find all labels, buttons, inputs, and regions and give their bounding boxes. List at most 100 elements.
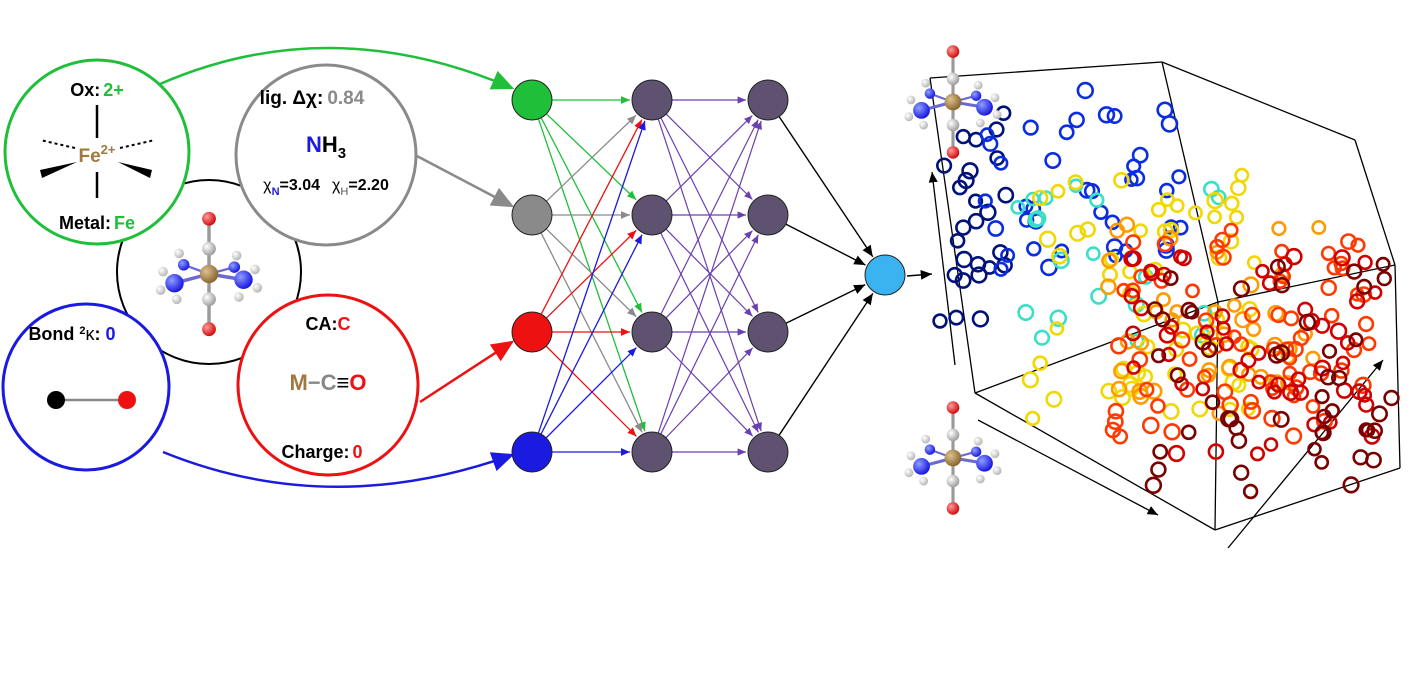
- scatter-point: [1272, 344, 1291, 362]
- scatter-point: [1356, 278, 1373, 295]
- scatter-point: [961, 162, 979, 180]
- atom: [992, 466, 1002, 476]
- scatter-point: [1326, 260, 1343, 276]
- scatter-point: [1250, 345, 1267, 361]
- scatter-point: [1311, 220, 1327, 236]
- feature-arrows: [159, 46, 515, 488]
- scatter-point: [997, 186, 1015, 204]
- scatter-point: [1125, 250, 1142, 267]
- scatter-point: [1314, 389, 1330, 405]
- scatter-point: [1076, 81, 1095, 100]
- hidden-node: [747, 194, 789, 236]
- atom: [924, 444, 936, 455]
- scatter-point: [1000, 247, 1016, 263]
- scatter-point: [1191, 400, 1209, 418]
- scatter-point: [1175, 250, 1192, 267]
- arrow-lig-to-input: [414, 153, 515, 208]
- scatter-point: [1314, 454, 1330, 470]
- ca-label: CA:C: [306, 314, 351, 334]
- scatter-point: [1361, 336, 1377, 352]
- scatter-3d: [904, 45, 1401, 549]
- scatter-point: [1093, 204, 1109, 221]
- scatter-point: [1100, 278, 1117, 296]
- scatter-point: [1227, 298, 1242, 313]
- scatter-point: [1152, 443, 1169, 460]
- scatter-point: [1250, 446, 1266, 462]
- scatter-point: [1021, 371, 1040, 389]
- scatter-point: [1038, 190, 1054, 206]
- scatter-point: [1319, 368, 1337, 386]
- scatter-point: [1049, 309, 1068, 328]
- edge-input-hidden1: [537, 120, 646, 434]
- scatter-point: [1365, 451, 1382, 469]
- scatter-point: [1188, 205, 1204, 221]
- scatter-point: [952, 179, 968, 196]
- scatter-point: [1207, 443, 1225, 460]
- scatter-point: [1033, 329, 1051, 346]
- molecule-icon-top: [904, 45, 1002, 159]
- scatter-point: [1067, 174, 1084, 191]
- output-node: [864, 254, 906, 296]
- scatter-point: [1124, 172, 1139, 187]
- scatter-point: [1272, 410, 1290, 428]
- edge-hidden1-hidden2: [665, 113, 753, 200]
- scatter-point: [1126, 360, 1141, 375]
- scatter-point: [967, 212, 985, 230]
- scatter-point: [1316, 408, 1332, 425]
- scatter-point: [1383, 389, 1400, 407]
- scatter-point: [1114, 388, 1132, 406]
- scatter-point: [1169, 367, 1186, 384]
- scatter-point: [1209, 238, 1225, 255]
- scatter-point: [1333, 249, 1351, 267]
- hidden-node: [747, 311, 789, 353]
- scatter-point: [1195, 381, 1211, 397]
- scatter-point: [1138, 381, 1155, 398]
- scatter-point: [1045, 390, 1063, 408]
- atom: [990, 449, 1000, 459]
- scatter-point: [1246, 255, 1262, 271]
- hidden-node: [631, 79, 673, 121]
- scatter-point: [1090, 287, 1108, 305]
- scatter-point: [1162, 221, 1180, 239]
- scatter-point: [1232, 361, 1249, 379]
- edge-input-hidden1: [540, 119, 643, 315]
- atom: [976, 98, 993, 116]
- scatter-point: [1163, 423, 1181, 441]
- scatter-point: [1109, 222, 1126, 239]
- scatter-point: [1358, 396, 1375, 413]
- scatter-point: [1232, 280, 1250, 298]
- atom: [155, 285, 166, 295]
- scatter-point: [1180, 301, 1198, 320]
- edge-hidden1-hidden2: [665, 228, 753, 317]
- scatter-point: [955, 250, 973, 269]
- scatter-point: [1330, 369, 1348, 387]
- input-node: [511, 311, 553, 353]
- scatter-point: [1049, 321, 1065, 336]
- scatter-point: [967, 193, 984, 209]
- edge-hidden2-output: [785, 223, 866, 266]
- input-node: [511, 194, 553, 236]
- scatter-point: [1210, 189, 1227, 206]
- scatter-point: [1350, 237, 1366, 253]
- arrow-ox-to-input: [159, 46, 515, 90]
- scatter-point: [1271, 220, 1287, 237]
- edge-hidden1-hidden2: [660, 119, 759, 315]
- atom: [973, 80, 983, 90]
- metal-label: Metal:Fe: [59, 213, 135, 233]
- scatter-point: [1333, 362, 1350, 379]
- scatter-point: [1156, 101, 1174, 119]
- atom: [992, 110, 1002, 120]
- atom: [250, 264, 260, 275]
- scatter-point: [1100, 382, 1118, 400]
- scatter-point: [1106, 108, 1123, 125]
- scatter-point: [1243, 306, 1261, 324]
- scatter-point: [1143, 263, 1158, 279]
- scatter-point: [977, 193, 993, 209]
- edge-hidden1-hidden2: [665, 115, 753, 202]
- molecule-icon-bottom: [904, 401, 1002, 515]
- atom: [252, 282, 263, 293]
- atom: [171, 294, 182, 305]
- scatter-point: [1058, 124, 1075, 141]
- scatter-point: [1357, 387, 1373, 403]
- scatter-point: [1162, 402, 1180, 420]
